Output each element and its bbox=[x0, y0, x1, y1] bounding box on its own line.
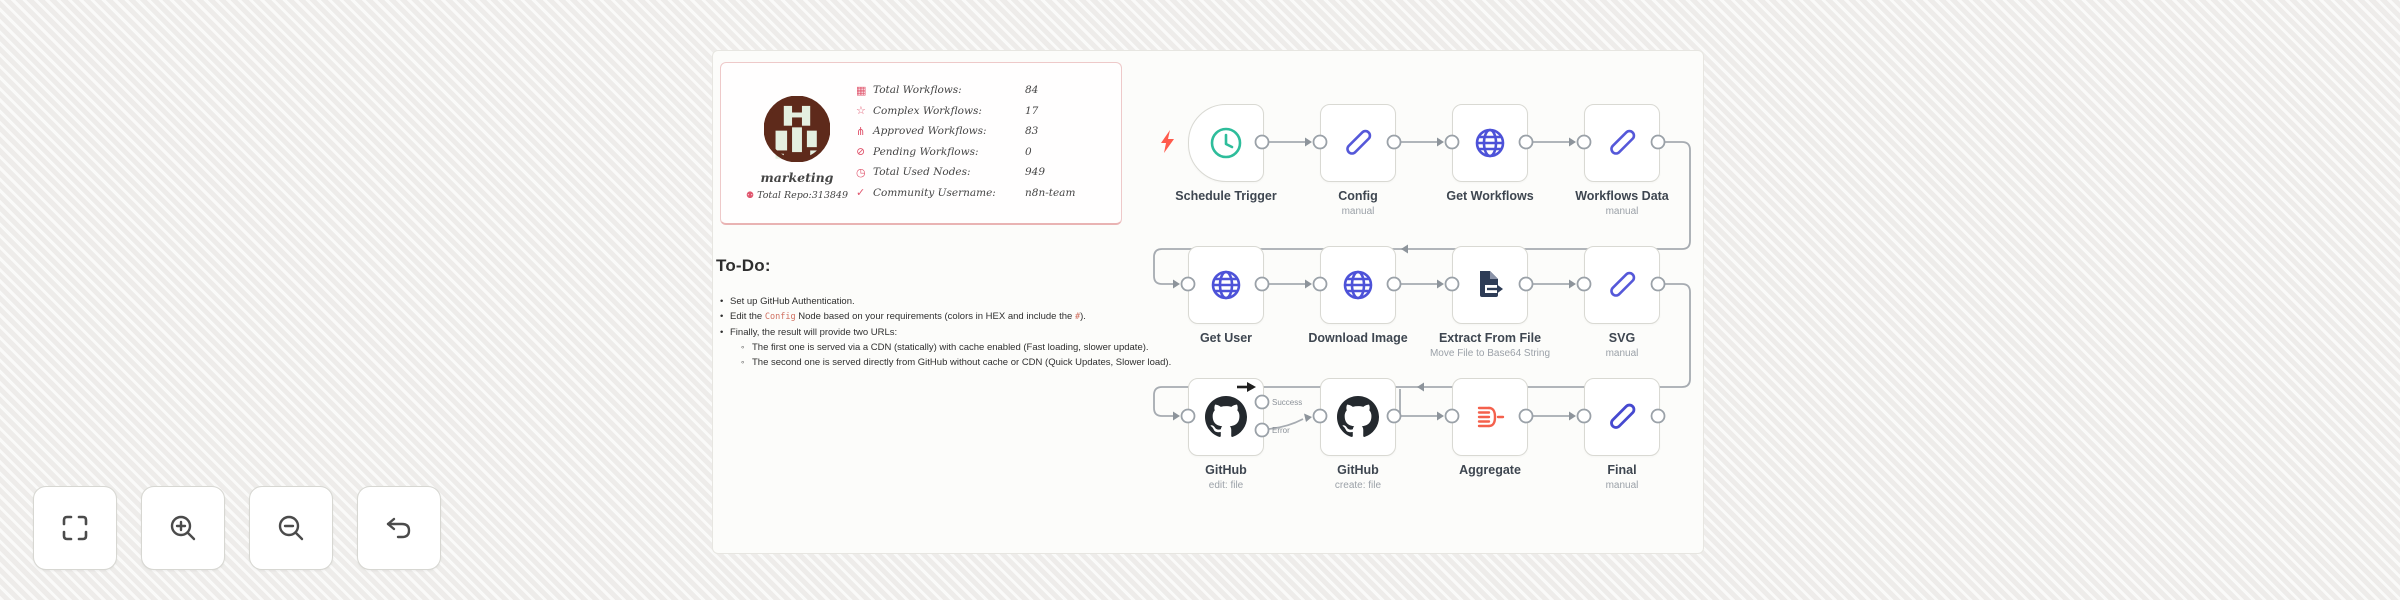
workflow-grid-icon: ▦ bbox=[856, 83, 867, 97]
node-final[interactable]: Final manual bbox=[1584, 378, 1660, 491]
node-label: SVG bbox=[1608, 331, 1636, 345]
fork-icon: ⋔ bbox=[856, 124, 866, 138]
node-sublabel: manual bbox=[1605, 480, 1639, 491]
node-aggregate[interactable]: Aggregate bbox=[1452, 378, 1528, 477]
node-sublabel: edit: file bbox=[1208, 480, 1244, 491]
canvas-controls bbox=[33, 486, 441, 570]
globe-icon bbox=[1211, 270, 1241, 300]
node-label: GitHub bbox=[1337, 463, 1379, 477]
stat-complex-workflows: ☆ Complex Workflows: 17 bbox=[856, 104, 1039, 118]
node-schedule-trigger[interactable]: Schedule Trigger bbox=[1175, 104, 1277, 203]
node-download-image[interactable]: Download Image bbox=[1308, 246, 1408, 345]
stat-total-used-nodes: ◷ Total Used Nodes: 949 bbox=[856, 165, 1046, 179]
node-label: Aggregate bbox=[1459, 463, 1521, 477]
todo-item-2: Edit the Config Node based on your requi… bbox=[718, 309, 1298, 325]
node-sublabel: manual bbox=[1605, 348, 1639, 359]
clock-icon: ◷ bbox=[856, 165, 866, 179]
aggregate-icon bbox=[1477, 406, 1505, 428]
star-icon: ☆ bbox=[856, 104, 866, 118]
profile-stats: ▦ Total Workflows: 84 ☆ Complex Workflow… bbox=[856, 80, 1112, 203]
pencil-icon bbox=[1610, 403, 1636, 429]
todo-item-3a: The first one is served via a CDN (stati… bbox=[740, 340, 1298, 355]
profile-repo-line: ⚉ Total Repo:313849 bbox=[745, 190, 848, 201]
config-code-ref: Config bbox=[764, 312, 796, 322]
blocked-icon: ⊘ bbox=[856, 145, 866, 159]
node-github-create[interactable]: GitHub create: file bbox=[1320, 378, 1396, 491]
github-icon bbox=[1337, 396, 1379, 437]
node-github-edit[interactable]: GitHub edit: file bbox=[1188, 378, 1264, 491]
node-label: Schedule Trigger bbox=[1175, 189, 1277, 203]
stat-total-workflows: ▦ Total Workflows: 84 bbox=[856, 83, 1039, 97]
node-label: Get Workflows bbox=[1446, 189, 1534, 203]
todo-list: Set up GitHub Authentication. Edit the C… bbox=[718, 294, 1298, 370]
node-sublabel: Move File to Base64 String bbox=[1429, 348, 1551, 359]
node-label: Final bbox=[1607, 463, 1637, 477]
output-label-error: Error bbox=[1272, 426, 1290, 435]
node-sublabel: manual bbox=[1341, 206, 1375, 217]
node-svg[interactable]: SVG manual bbox=[1584, 246, 1660, 359]
zoom-in-button[interactable] bbox=[141, 486, 225, 570]
node-workflows-data[interactable]: Workflows Data manual bbox=[1575, 104, 1669, 217]
pencil-icon bbox=[1610, 129, 1636, 155]
zoom-in-icon bbox=[170, 515, 196, 541]
undo-icon bbox=[386, 517, 411, 539]
todo-item-3b: The second one is served directly from G… bbox=[740, 355, 1298, 370]
connection-github1-error-github2[interactable] bbox=[1268, 418, 1304, 430]
zoom-out-icon bbox=[278, 515, 304, 541]
stat-approved-workflows: ⋔ Approved Workflows: 83 bbox=[856, 124, 1039, 138]
github-icon bbox=[1205, 396, 1247, 437]
person-icon: ⚉ bbox=[745, 191, 755, 201]
node-label: GitHub bbox=[1205, 463, 1247, 477]
globe-icon bbox=[1475, 128, 1505, 158]
todo-item-3: Finally, the result will provide two URL… bbox=[718, 325, 1298, 340]
node-sublabel: manual bbox=[1605, 206, 1639, 217]
output-label-success: Success bbox=[1272, 398, 1303, 407]
node-label: Get User bbox=[1199, 331, 1253, 345]
globe-icon bbox=[1343, 270, 1373, 300]
node-label: Config bbox=[1338, 189, 1378, 203]
fit-view-button[interactable] bbox=[33, 486, 117, 570]
zoom-out-button[interactable] bbox=[249, 486, 333, 570]
check-icon: ✓ bbox=[856, 186, 866, 200]
profile-name: marketing bbox=[760, 170, 834, 185]
fit-view-icon bbox=[62, 515, 88, 541]
file-export-icon bbox=[1480, 271, 1503, 297]
stat-community-username: ✓ Community Username: n8n-team bbox=[856, 186, 1076, 200]
clock-icon bbox=[1210, 127, 1242, 159]
node-sublabel: create: file bbox=[1334, 480, 1382, 491]
pencil-icon bbox=[1346, 129, 1372, 155]
node-extract-from-file[interactable]: Extract From File Move File to Base64 St… bbox=[1430, 246, 1550, 359]
node-get-workflows[interactable]: Get Workflows bbox=[1446, 104, 1534, 203]
hash-code-ref: # bbox=[1074, 312, 1081, 322]
todo-item-1: Set up GitHub Authentication. bbox=[718, 294, 1298, 309]
todo-heading: To-Do: bbox=[716, 256, 771, 275]
node-label: Workflows Data bbox=[1575, 189, 1669, 203]
node-config[interactable]: Config manual bbox=[1320, 104, 1396, 217]
undo-button[interactable] bbox=[357, 486, 441, 570]
pencil-icon bbox=[1610, 271, 1636, 297]
stat-pending-workflows: ⊘ Pending Workflows: 0 bbox=[856, 145, 1032, 159]
node-label: Extract From File bbox=[1438, 331, 1542, 345]
avatar bbox=[764, 96, 830, 162]
node-label: Download Image bbox=[1308, 331, 1408, 345]
node-get-user[interactable]: Get User bbox=[1188, 246, 1264, 345]
connection-workflowsdata-getuser[interactable] bbox=[1153, 141, 1691, 285]
